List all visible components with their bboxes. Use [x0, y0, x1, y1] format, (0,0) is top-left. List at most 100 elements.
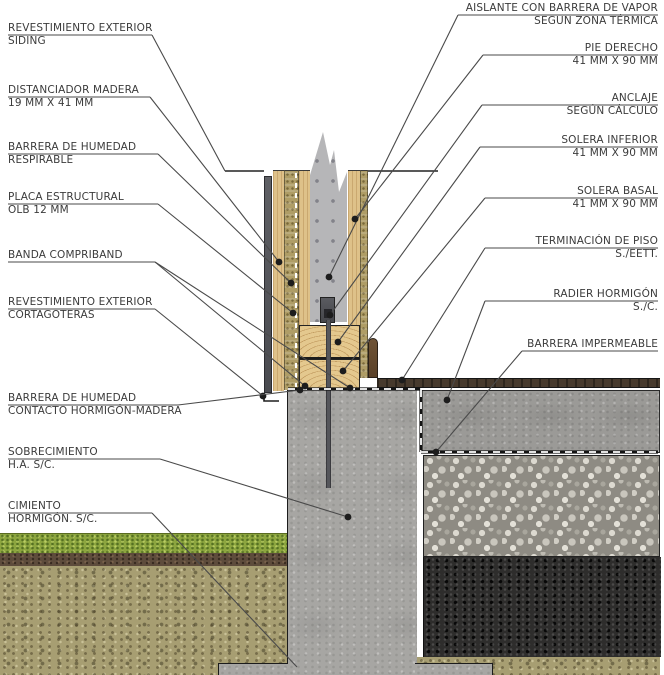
label-line: S./C.	[633, 301, 658, 313]
leader-line	[159, 458, 349, 518]
grass-strip	[0, 533, 288, 554]
label-line: AISLANTE CON BARRERA DE VAPOR	[465, 2, 658, 14]
leader-dot	[325, 273, 333, 281]
label-line: ANCLAJE	[611, 92, 658, 104]
label-line: SOLERA INFERIOR	[561, 134, 658, 146]
label-line: SOLERA BASAL	[577, 185, 658, 197]
leader-dot	[339, 367, 347, 375]
label-banda-compriband: BANDA COMPRIBAND	[8, 249, 123, 262]
label-line: REVESTIMIENTO EXTERIOR	[8, 22, 153, 34]
stud-left	[299, 170, 310, 326]
leader-dot	[346, 384, 354, 392]
label-line: S./EETT.	[615, 248, 658, 260]
label-line: SEGÚN CÁLCULO	[566, 105, 658, 117]
leader-line	[154, 261, 351, 389]
label-line: DISTANCIADOR MADERA	[8, 84, 139, 96]
leader-dot	[344, 513, 352, 521]
label-line: 19 MM X 41 MM	[8, 97, 94, 109]
leader-line	[157, 203, 294, 314]
leader-dot	[296, 386, 304, 394]
label-line: BARRERA DE HUMEDAD	[8, 141, 137, 153]
compacted-fill-layer	[423, 557, 661, 657]
label-line: BANDA COMPRIBAND	[8, 249, 123, 261]
label-line: RADIER HORMIGÓN	[553, 288, 658, 300]
distanciador-strip	[273, 170, 284, 391]
stud-right	[348, 170, 360, 326]
natural-soil-left	[0, 566, 288, 675]
label-line: OLB 12 MM	[8, 204, 69, 216]
label-line: CIMIENTO	[8, 500, 61, 512]
leader-line	[151, 34, 226, 172]
footing-step-left	[218, 663, 288, 675]
leader-dot	[326, 311, 334, 319]
leader-line	[154, 308, 264, 397]
leader-dot	[432, 448, 440, 456]
leader-dot	[334, 338, 342, 346]
label-line: PLACA ESTRUCTURAL	[8, 191, 124, 203]
gravel-layer	[423, 455, 660, 557]
interior-sheathing	[360, 170, 368, 378]
label-line: RESPIRABLE	[8, 154, 74, 166]
siding-cladding	[264, 176, 272, 393]
leader-dot	[287, 279, 295, 287]
leader-dot	[289, 309, 297, 317]
leader-dot	[398, 376, 406, 384]
leader-line	[435, 350, 523, 453]
label-line: 41 MM X 90 MM	[572, 147, 658, 159]
label-barrera-impermeable: BARRERA IMPERMEABLE	[527, 338, 658, 351]
sobrecimiento-stem-wall	[287, 388, 417, 675]
leader-line	[401, 247, 486, 381]
anchor-rod	[326, 320, 331, 488]
label-line: SOBRECIMIENTO	[8, 446, 98, 458]
leader-dot	[443, 396, 451, 404]
footing-step-right	[415, 663, 493, 675]
label-line: 41 MM X 90 MM	[572, 198, 658, 210]
label-line: SIDING	[8, 35, 46, 47]
label-line: 41 MM X 90 MM	[572, 55, 658, 67]
leader-line	[177, 389, 301, 406]
leader-line	[157, 153, 292, 284]
leader-line	[342, 197, 486, 372]
label-line: CORTAGOTERAS	[8, 309, 95, 321]
leader-line	[154, 261, 306, 387]
label-line: H.A. S/C.	[8, 459, 55, 471]
label-line: SEGUN ZONA TÉRMICA	[534, 15, 658, 27]
label-line: BARRERA IMPERMEABLE	[527, 338, 658, 350]
leader-line	[337, 146, 481, 343]
leader-line	[446, 300, 486, 401]
leader-dot	[301, 382, 309, 390]
leader-line	[328, 14, 459, 278]
leader-dot	[275, 258, 283, 266]
label-line: CONTACTO HORMIGÓN-MADERA	[8, 405, 182, 417]
label-line: PIE DERECHO	[584, 42, 658, 54]
leader-line	[329, 104, 483, 316]
interior-base-trim	[368, 338, 378, 378]
leader-line	[354, 54, 484, 220]
floor-finish-strip	[377, 378, 660, 388]
label-line: BARRERA DE HUMEDAD	[8, 392, 137, 404]
label-line: TERMINACIÓN DE PISO	[535, 235, 658, 247]
label-line: HORMIGÓN. S/C.	[8, 513, 98, 525]
leader-line	[151, 512, 298, 668]
leader-dot	[351, 215, 359, 223]
topsoil-strip	[0, 553, 288, 567]
